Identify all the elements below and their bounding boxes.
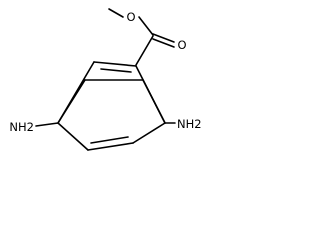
right-amine-label: NH2 bbox=[177, 117, 202, 131]
bond-left-bridgehead-to-bridge bbox=[57, 79, 86, 124]
bond-left-bridgehead-to-amine bbox=[35, 122, 59, 127]
carbonyl-oxygen-label: O bbox=[177, 38, 186, 52]
bond-upper-alkene-1 bbox=[93, 61, 137, 67]
bond-methoxy-oxygen-carbonyl-carbon bbox=[138, 16, 154, 36]
bond-bridge-to-right-bridgehead bbox=[142, 79, 166, 124]
bond-upper-alkene-2 bbox=[100, 68, 132, 73]
methoxy-oxygen-label: O bbox=[126, 10, 135, 24]
bond-lower-alkene-2 bbox=[90, 136, 129, 144]
bond-lower-right-to-right-bridgehead bbox=[132, 122, 166, 144]
bond-carbonyl-double-2 bbox=[152, 38, 175, 48]
left-amine-label: NH2 bbox=[9, 120, 34, 134]
bond-methyl-methoxy-oxygen bbox=[108, 8, 124, 18]
bond-carbonyl-double-1 bbox=[152, 33, 175, 43]
molecule-structure: O O NH2 NH2 bbox=[9, 8, 202, 151]
bond-lower-alkene-1 bbox=[87, 142, 134, 151]
bond-left-bridgehead-to-lower-left bbox=[57, 122, 89, 151]
bond-carbonyl-carbon-ring bbox=[135, 35, 154, 66]
